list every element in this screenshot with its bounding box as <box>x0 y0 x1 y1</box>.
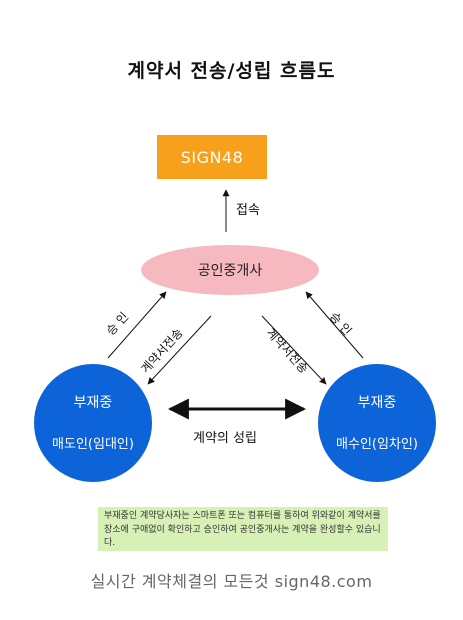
send-arrow-left <box>147 315 212 385</box>
seller-role: 부재중 <box>73 394 113 411</box>
buyer-name: 매수인(임차인) <box>336 436 418 452</box>
approve-arrow-right <box>305 291 364 359</box>
contract-formed-label: 계약의 성립 <box>193 431 257 446</box>
footer-tagline: 실시간 계약체결의 모든것 sign48.com <box>90 572 373 591</box>
platform-box: SIGN48 <box>157 135 267 179</box>
seller-name: 매도인(임대인) <box>52 436 134 452</box>
send-arrow-right <box>261 315 327 385</box>
buyer-node: 부재중 매수인(임차인) <box>318 364 436 482</box>
broker-node: 공인중개사 <box>141 245 319 295</box>
approve-arrow-left <box>107 291 167 359</box>
buyer-role: 부재중 <box>357 394 397 411</box>
broker-label: 공인중개사 <box>197 263 263 279</box>
connect-label: 접속 <box>236 203 260 218</box>
explanation-note: 부재중인 계약당사자는 스마트폰 또는 컴퓨터를 통하여 위와같이 계약서를 장… <box>98 507 388 551</box>
diagram-title: 계약서 전송/성립 흐름도 <box>127 60 336 82</box>
seller-node: 부재중 매도인(임대인) <box>34 364 152 482</box>
